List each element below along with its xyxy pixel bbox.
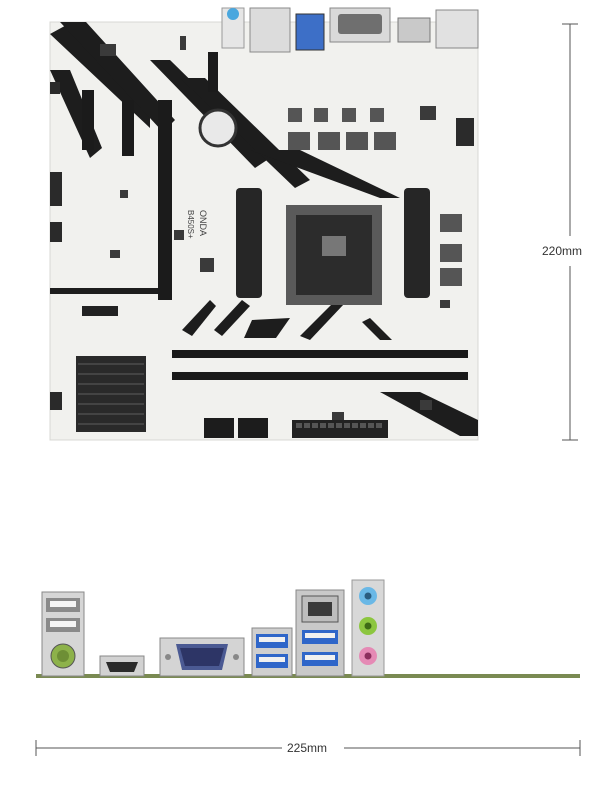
cpu-power-connector <box>456 118 474 146</box>
vrm-chokes <box>288 108 462 286</box>
audio-jacks <box>351 579 385 677</box>
cmos-battery <box>198 108 238 148</box>
atx-power-connector <box>292 420 388 438</box>
usb3-stack <box>251 627 293 677</box>
smd-components <box>100 36 450 420</box>
width-dimension <box>35 740 581 756</box>
cpu-socket <box>286 205 382 305</box>
rear-io-panel <box>36 579 580 678</box>
side-headers <box>50 82 62 410</box>
board-brand-silkscreen: ONDA <box>198 210 208 236</box>
cooler-brackets <box>236 188 430 298</box>
ram-slots <box>172 350 468 380</box>
chipset-heatsink <box>76 356 146 432</box>
hdmi-port <box>99 655 145 677</box>
width-dimension-label: 225mm <box>287 741 328 755</box>
motherboard-top-view: ONDA B450S+ <box>49 7 479 441</box>
pcie-slots <box>82 52 218 300</box>
rear-io-top <box>221 7 479 53</box>
m2-slot <box>82 306 118 316</box>
height-dimension <box>562 23 578 441</box>
height-dimension-label: 220mm <box>542 244 583 258</box>
vga-port <box>159 637 245 677</box>
rj45-usb3-stack <box>295 589 345 677</box>
usb2-ps2-stack <box>41 591 85 677</box>
sata-connectors <box>204 418 268 438</box>
board-model-silkscreen: B450S+ <box>186 210 195 239</box>
